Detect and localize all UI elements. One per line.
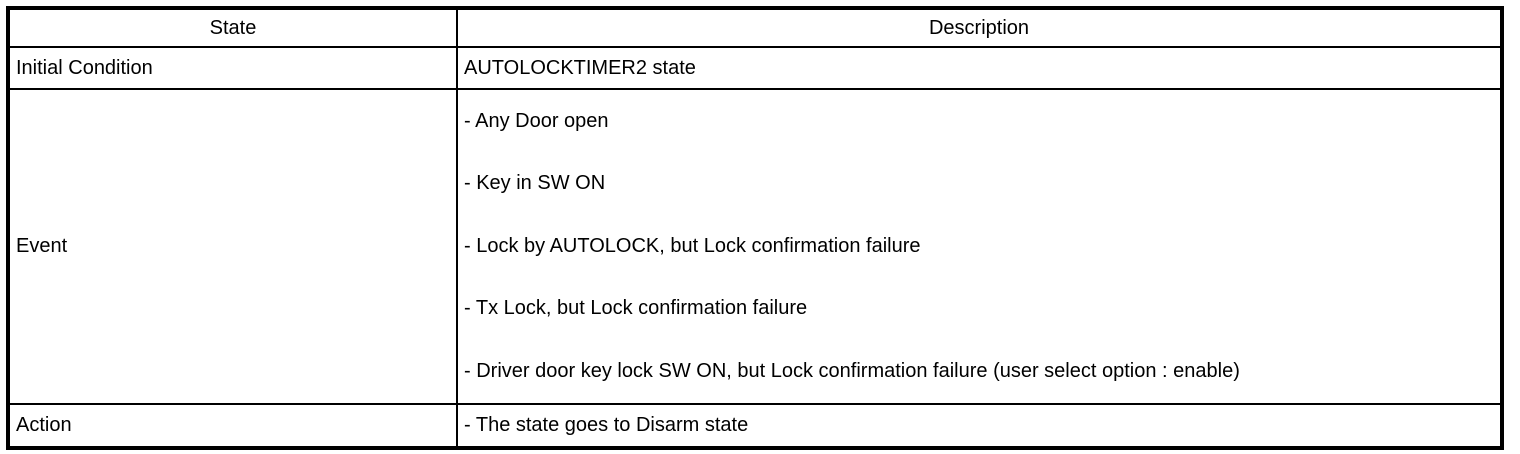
- description-cell-event: - Any Door open - Key in SW ON - Lock by…: [456, 88, 1503, 405]
- event-line-lock-by-autolock: - Lock by AUTOLOCK, but Lock confirmatio…: [464, 234, 921, 257]
- description-cell-initial-condition: AUTOLOCKTIMER2 state: [456, 46, 1503, 90]
- table-row-action: Action - The state goes to Disarm state: [7, 402, 1503, 449]
- event-line-driver-door-key-lock: - Driver door key lock SW ON, but Lock c…: [464, 359, 1240, 382]
- event-line-tx-lock: - Tx Lock, but Lock confirmation failure: [464, 297, 808, 320]
- table-header-row: State Description: [7, 7, 1503, 48]
- table-row-initial-condition: Initial Condition AUTOLOCKTIMER2 state: [7, 46, 1503, 90]
- event-line-any-door-open: - Any Door open: [464, 109, 609, 132]
- state-cell-event: Event: [7, 88, 458, 405]
- state-description-table: State Description Initial Condition AUTO…: [6, 6, 1504, 450]
- table-row-event: Event - Any Door open - Key in SW ON - L…: [7, 88, 1503, 405]
- state-cell-initial-condition: Initial Condition: [7, 46, 458, 90]
- column-header-state: State: [7, 7, 458, 48]
- event-line-key-in-sw-on: - Key in SW ON: [464, 172, 606, 195]
- column-header-description: Description: [456, 7, 1503, 48]
- state-cell-action: Action: [7, 402, 458, 449]
- description-cell-action: - The state goes to Disarm state: [456, 402, 1503, 449]
